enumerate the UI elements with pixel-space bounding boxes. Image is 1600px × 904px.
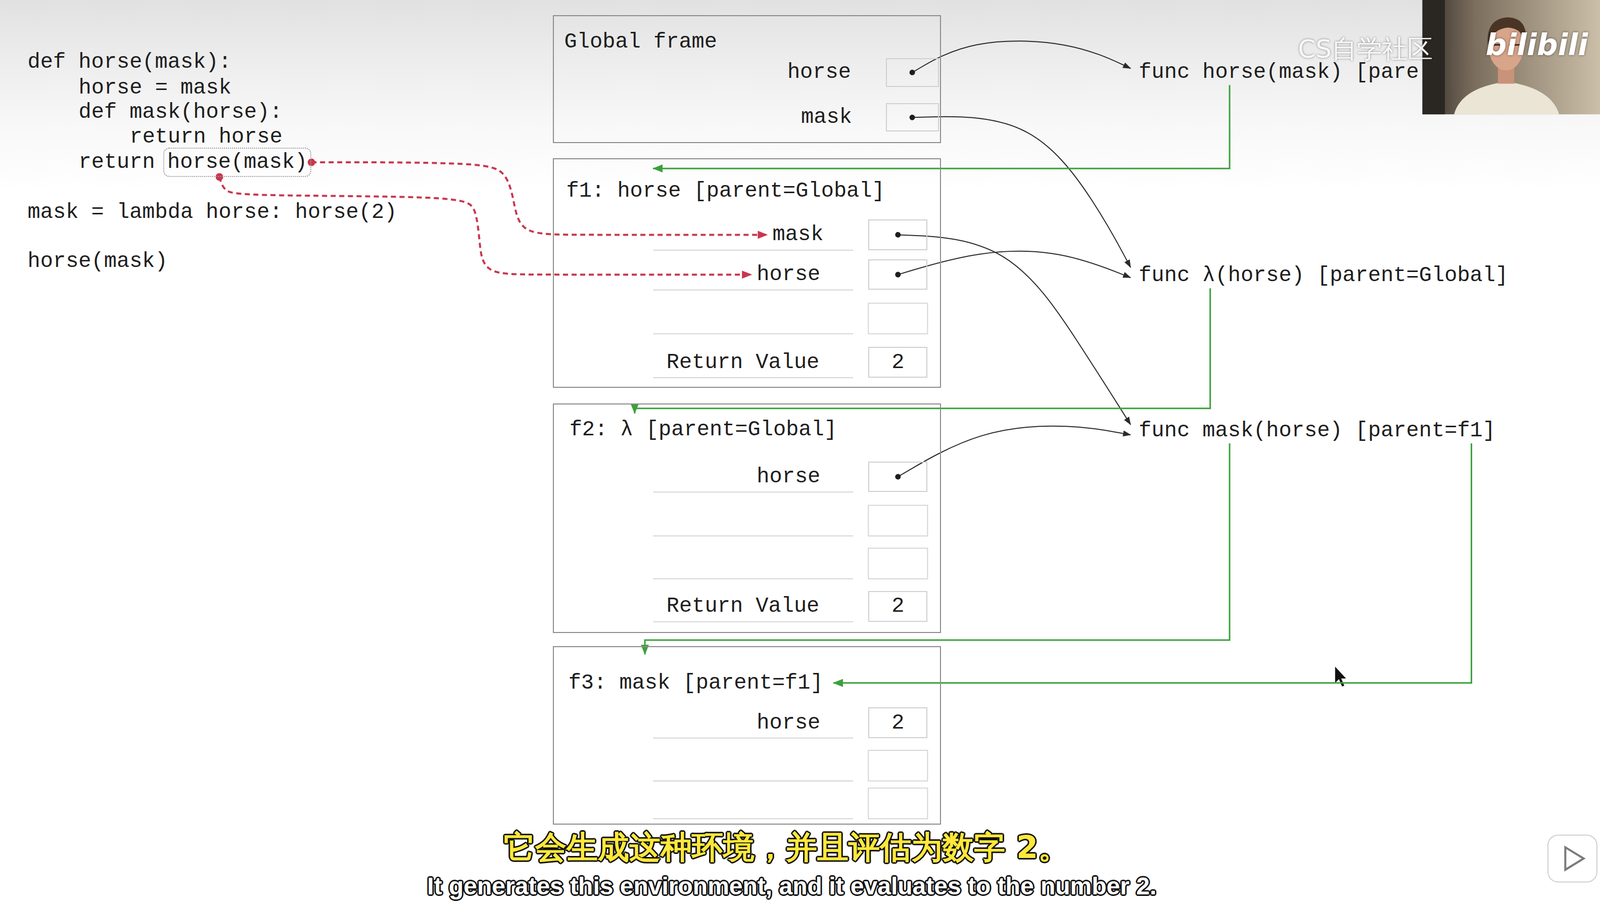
call-text: horse(mask) xyxy=(167,150,308,175)
variable-name: mask xyxy=(801,104,853,130)
variable-name: horse xyxy=(756,710,821,736)
function-label: func λ(horse) [parent=Global] xyxy=(1138,263,1509,288)
parent-arrow xyxy=(634,288,1211,414)
empty-slot xyxy=(868,547,928,579)
code-line: horse(mask) xyxy=(27,248,168,274)
pointer-arrow xyxy=(912,40,1131,73)
row-line xyxy=(652,535,854,537)
empty-slot xyxy=(868,303,928,335)
mouse-cursor xyxy=(1334,665,1347,687)
frame-title: Global frame xyxy=(564,29,718,55)
variable-name: Return Value xyxy=(666,593,820,619)
binding-slot: Return Value2 xyxy=(868,590,928,622)
call-expression: horse(mask) xyxy=(163,147,312,177)
environment-frame: horse2f3: mask [parent=f1] xyxy=(552,645,941,825)
variable-name: horse xyxy=(756,261,821,288)
variable-name: horse xyxy=(787,59,852,85)
play-button xyxy=(1547,834,1597,882)
pointer-arrow xyxy=(912,116,1131,268)
code-line: horse = mask xyxy=(78,75,231,101)
binding-slot: horse xyxy=(885,58,939,87)
code-line: def mask(horse): xyxy=(78,99,282,125)
slot-value: 2 xyxy=(869,710,927,736)
function-object: func mask(horse) [parent=f1] xyxy=(1135,417,1499,444)
row-line xyxy=(652,780,854,782)
binding-slot: Return Value2 xyxy=(868,346,928,378)
variable-name: mask xyxy=(772,221,824,248)
row-line xyxy=(652,377,854,379)
variable-name: horse xyxy=(756,463,821,490)
watermark: CS自学社区 xyxy=(1297,33,1433,65)
slot-value: 2 xyxy=(869,593,927,619)
connector-group xyxy=(219,40,1472,683)
function-object: func λ(horse) [parent=Global] xyxy=(1135,262,1512,289)
subtitle: It generates this environment, and it ev… xyxy=(427,871,1157,901)
frame-title: f3: mask [parent=f1] xyxy=(568,670,824,696)
environment-frame: horseReturn Value2f2: λ [parent=Global] xyxy=(552,403,941,633)
play-button-frame xyxy=(1547,834,1597,882)
person-shirt xyxy=(1453,81,1560,115)
binding-slot: horse2 xyxy=(868,707,928,738)
empty-slot xyxy=(868,749,928,781)
pointer-arrow xyxy=(898,234,1131,425)
row-line xyxy=(652,817,854,819)
empty-slots xyxy=(652,250,928,819)
code-line: return horse xyxy=(129,124,282,150)
webcam-background xyxy=(1422,0,1600,115)
frame-title: f2: λ [parent=Global] xyxy=(569,416,837,443)
play-icon xyxy=(1565,846,1584,870)
parent-arrow xyxy=(652,84,1230,169)
row-line xyxy=(652,249,854,251)
webcam-image xyxy=(1422,0,1600,115)
environment-frame: horse mask Global frame xyxy=(552,15,941,143)
code-line: return xyxy=(78,149,155,175)
binding-slot: mask xyxy=(868,219,928,251)
variable-name: Return Value xyxy=(666,349,820,375)
environment-frame: maskhorseReturn Value2f1: horse [parent=… xyxy=(552,158,941,388)
empty-slot xyxy=(868,787,928,819)
row-line xyxy=(652,491,854,493)
function-label: func mask(horse) [parent=f1] xyxy=(1138,418,1496,443)
row-line xyxy=(652,333,854,335)
binding-slot: horse xyxy=(868,259,928,291)
function-label: func horse(mask) [pare xyxy=(1138,60,1420,85)
empty-slot xyxy=(868,504,928,536)
row-line xyxy=(652,578,854,580)
frame-title: f1: horse [parent=Global] xyxy=(566,178,885,204)
code-line: mask = lambda horse: horse(2) xyxy=(27,199,398,225)
pointer-arrow xyxy=(898,426,1131,477)
pointer-arrow xyxy=(898,251,1131,278)
row-line xyxy=(652,737,854,739)
row-line xyxy=(652,621,854,623)
binding-slot: horse xyxy=(868,461,928,493)
logo-text: bilibili xyxy=(1485,27,1588,63)
slot-value: 2 xyxy=(869,349,927,375)
parent-arrow xyxy=(644,443,1230,654)
code-line: def horse(mask): xyxy=(27,49,232,75)
row-line xyxy=(652,289,854,291)
binding-slot: mask xyxy=(885,103,939,132)
subtitle: 它会生成这种环境，并且评估为数字 2。 xyxy=(503,828,1070,866)
